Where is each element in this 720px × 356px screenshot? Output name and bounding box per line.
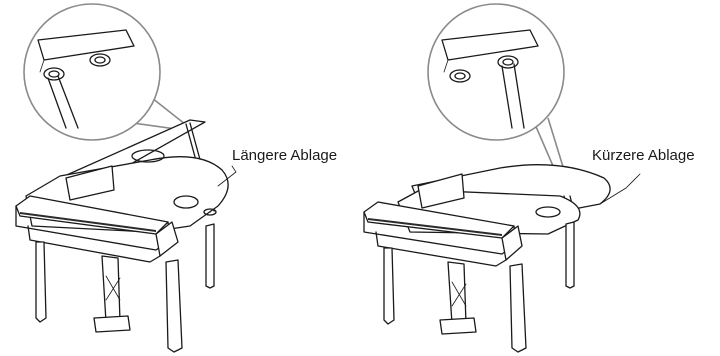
left-leg-rear [206,224,214,288]
right-leg-front-right [510,264,526,352]
left-leg-front-right [166,260,182,352]
right-panel-shorter-stick: Kürzere Ablage [364,4,695,352]
right-leg-front-left [384,248,394,324]
left-stick-label: Längere Ablage [232,147,337,164]
left-leg-front-left [36,242,46,322]
right-stick-label: Kürzere Ablage [592,147,695,164]
left-magnifier-detail [24,4,160,140]
right-leg-rear [566,222,574,288]
right-magnifier-detail [428,4,564,140]
left-panel-longer-stick: Längere Ablage [16,4,337,352]
